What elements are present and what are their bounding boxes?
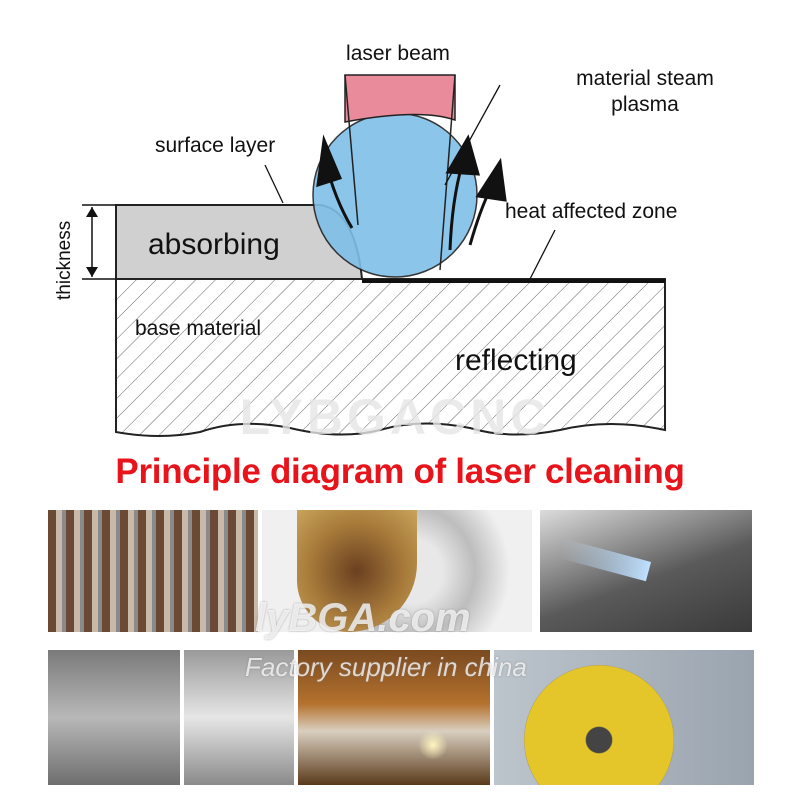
- photo-faucet-before: [48, 650, 180, 785]
- laser-beam-label: laser beam: [346, 42, 450, 65]
- photo-saw-blade: [494, 650, 754, 785]
- watermark-site: lyBGA.com: [255, 596, 471, 640]
- reflecting-label: reflecting: [455, 344, 577, 377]
- diagram-watermark: LYBGACNC: [240, 389, 551, 445]
- page-title: Principle diagram of laser cleaning: [115, 452, 685, 491]
- photo-comb-parts: [48, 510, 258, 632]
- laser-cleaning-diagram: LYBGACNC thickness laser beam material s…: [54, 42, 714, 445]
- absorbing-label: absorbing: [148, 228, 280, 261]
- photo-plate-cleaning: [298, 650, 490, 785]
- plasma-label-1: material steam: [576, 67, 714, 90]
- heat-affected-zone-label: heat affected zone: [505, 200, 677, 223]
- photo-rusty-disc: [262, 510, 532, 632]
- surface-layer-label: surface layer: [155, 134, 275, 157]
- base-material-block: [115, 278, 666, 437]
- photo-steel-roller: [540, 510, 752, 632]
- plasma-circle: [312, 112, 478, 278]
- plasma-label-2: plasma: [611, 93, 679, 116]
- laser-beam-shape: [344, 74, 456, 123]
- photo-faucet-after: [184, 650, 294, 785]
- watermark-tagline: Factory supplier in china: [245, 652, 527, 682]
- base-material-label: base material: [135, 317, 261, 340]
- thickness-label: thickness: [54, 221, 75, 300]
